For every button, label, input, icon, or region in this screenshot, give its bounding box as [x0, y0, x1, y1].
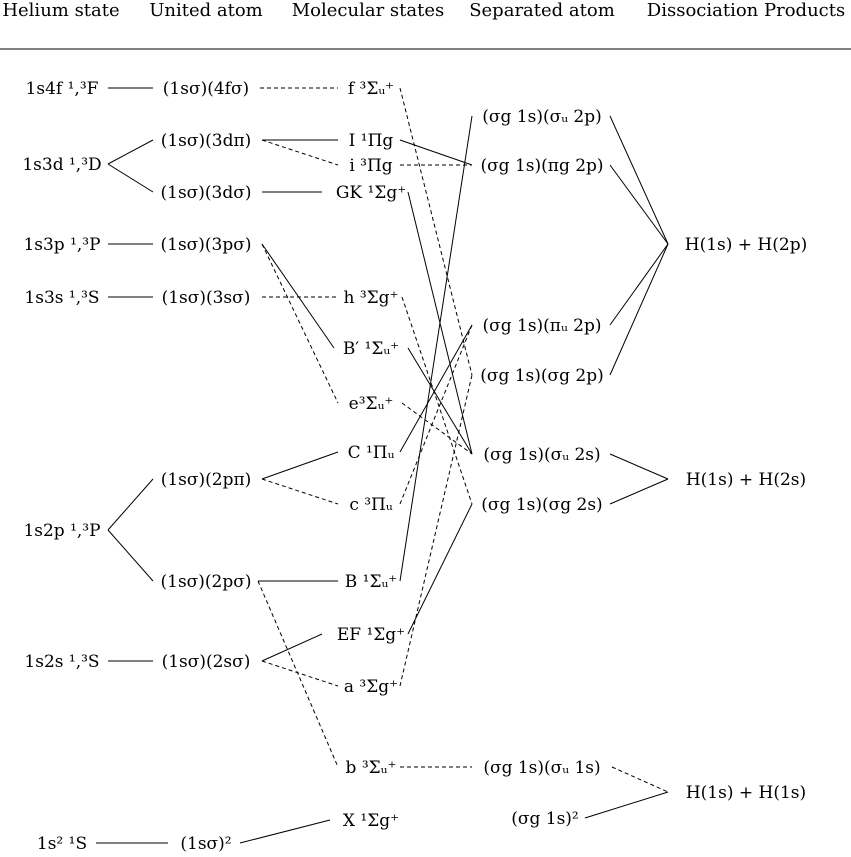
connection-lines [96, 87, 669, 844]
separated-atom-label-s-su2s: (σg 1s)(σᵤ 2s) [483, 445, 600, 465]
connector-ua-1s2-to-m-X [239, 819, 331, 844]
connector-m-I-to-s-pg2p [399, 139, 473, 166]
connector-s-sg2p-to-p-2p [609, 243, 669, 376]
connector-m-C-to-s-pu2p [399, 324, 473, 453]
molecular-state-label-m-EF: EF ¹Σg⁺ [337, 625, 405, 645]
separated-atom-label-s-pg2p: (σg 1s)(πg 2p) [480, 156, 603, 176]
connector-s-su2p-to-p-2p [609, 115, 669, 245]
connector-m-h-to-s-sg2s [401, 296, 473, 505]
product-label-p-1s: H(1s) + H(1s) [686, 783, 806, 803]
united-atom-label-ua-2ss: (1sσ)(2sσ) [162, 652, 251, 672]
connector-m-B-to-s-su2p [399, 115, 473, 582]
connector-m-EF-to-s-sg2s [407, 503, 473, 635]
connector-ua-2pp-to-m-C [261, 451, 339, 480]
molecular-state-label-m-f: f ³Σᵤ⁺ [348, 79, 394, 99]
connector-ua-3dp-to-m-i [261, 139, 339, 166]
header-united-atom: United atom [149, 0, 263, 21]
separated-atom-label-s-sg2p: (σg 1s)(σg 2p) [480, 366, 604, 386]
united-atom-label-ua-3ss: (1sσ)(3sσ) [162, 288, 251, 308]
connector-he-3d-to-ua-3ds [107, 163, 154, 193]
molecular-state-label-m-b: b ³Σᵤ⁺ [346, 758, 397, 778]
state-labels: 1s4f ¹,³F 1s3d ¹,³D 1s3p ¹,³P 1s3s ¹,³S 1s2p… [22, 79, 807, 854]
header-separated-atom: Separated atom [469, 0, 615, 21]
connector-m-f-to-s-sg2p [399, 87, 473, 376]
molecular-state-label-m-e: e³Σᵤ⁺ [349, 394, 394, 414]
united-atom-label-ua-3ps: (1sσ)(3pσ) [161, 235, 252, 255]
connector-m-Bp-to-s-su2s [407, 347, 473, 455]
connector-ua-3ps-to-m-e [261, 243, 339, 404]
connector-s-sg1s2-to-p-1s [584, 791, 669, 819]
separated-atom-label-s-su2p: (σg 1s)(σᵤ 2p) [482, 107, 601, 127]
united-atom-label-ua-1s2: (1sσ)² [180, 834, 231, 854]
molecular-state-label-m-GK: GK ¹Σg⁺ [336, 183, 406, 203]
helium-state-label-he-3d: 1s3d ¹,³D [22, 155, 101, 175]
molecular-state-label-m-C: C ¹Πᵤ [348, 443, 395, 463]
separated-atom-label-s-su1s: (σg 1s)(σᵤ 1s) [483, 758, 600, 778]
molecular-state-label-m-c: c ³Πᵤ [349, 495, 393, 515]
separated-atom-label-s-sg1s2: (σg 1s)² [511, 809, 579, 829]
connector-he-3d-to-ua-3dp [107, 139, 154, 165]
connector-s-pg2p-to-p-2p [609, 164, 669, 245]
united-atom-label-ua-3dp: (1sσ)(3dπ) [161, 131, 252, 151]
separated-atom-label-s-pu2p: (σg 1s)(πᵤ 2p) [482, 316, 601, 336]
connector-ua-2ss-to-m-EF [261, 633, 323, 662]
connector-s-su1s-to-p-1s [611, 766, 669, 793]
connector-s-pu2p-to-p-2p [609, 243, 669, 326]
molecular-state-label-m-h: h ³Σg⁺ [343, 288, 398, 308]
molecular-state-label-m-Bp: B′ ¹Σᵤ⁺ [343, 339, 399, 359]
helium-state-label-he-4f: 1s4f ¹,³F [26, 79, 99, 99]
connector-s-sg2s-to-p-2s [609, 478, 669, 505]
united-atom-label-ua-4fs: (1sσ)(4fσ) [163, 79, 249, 99]
connector-s-su2s-to-p-2s [609, 453, 669, 480]
molecular-state-label-m-X: X ¹Σg⁺ [343, 811, 399, 831]
molecular-state-label-m-B: B ¹Σᵤ⁺ [345, 572, 398, 592]
helium-state-label-he-1s2: 1s² ¹S [37, 834, 87, 854]
connector-he-2p-to-ua-2ps [107, 529, 154, 582]
united-atom-label-ua-2ps: (1sσ)(2pσ) [161, 572, 252, 592]
united-atom-label-ua-2pp: (1sσ)(2pπ) [161, 470, 252, 490]
header-dissociation-products: Dissociation Products [647, 0, 845, 21]
helium-state-label-he-2s: 1s2s ¹,³S [24, 652, 99, 672]
connector-ua-2pp-to-m-c [261, 478, 339, 505]
molecular-state-label-m-a: a ³Σg⁺ [344, 677, 398, 697]
connector-he-2p-to-ua-2pp [107, 478, 154, 531]
product-label-p-2p: H(1s) + H(2p) [685, 235, 807, 255]
connector-ua-2ps-to-m-b [257, 580, 339, 768]
united-atom-label-ua-3ds: (1sσ)(3dσ) [161, 183, 252, 203]
molecular-state-label-m-I: I ¹Πg [349, 131, 394, 151]
molecular-state-label-m-i: i ³Πg [349, 156, 392, 176]
header-helium-state: Helium state [2, 0, 119, 21]
helium-state-label-he-3s: 1s3s ¹,³S [24, 288, 99, 308]
connector-ua-2ss-to-m-a [261, 660, 339, 687]
product-label-p-2s: H(1s) + H(2s) [686, 470, 806, 490]
helium-state-label-he-3p: 1s3p ¹,³P [23, 235, 100, 255]
connector-m-a-to-s-sg2p [399, 374, 473, 687]
header-molecular-states: Molecular states [292, 0, 445, 21]
connector-m-e-to-s-su2s [401, 402, 473, 455]
connector-ua-3ps-to-m-Bp [261, 243, 335, 349]
separated-atom-label-s-sg2s: (σg 1s)(σg 2s) [481, 495, 602, 515]
helium-state-label-he-2p: 1s2p ¹,³P [23, 521, 100, 541]
